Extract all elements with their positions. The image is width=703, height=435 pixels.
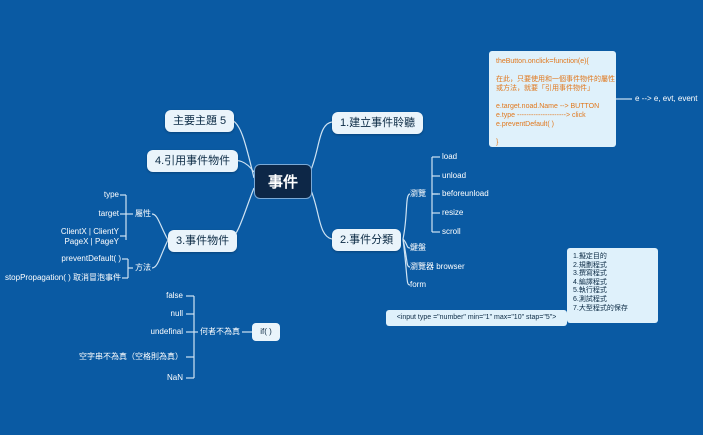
method-stop-propagation: stopPropagation( ) 取消冒泡事件 — [4, 273, 121, 282]
form-label: form — [410, 280, 426, 289]
if-topic[interactable]: if( ) — [252, 323, 280, 341]
method-prevent-default: preventDefault( ) — [61, 254, 121, 263]
falsy-false: false — [166, 291, 183, 300]
branch-main-topic-5[interactable]: 主要主題 5 — [165, 110, 235, 132]
prop-client: ClientX | ClientY — [60, 227, 119, 236]
branch-event-object[interactable]: 3.事件物件 — [168, 230, 238, 252]
step-item: 7.大型程式的保存 — [573, 304, 628, 312]
note-line: e.preventDefault( ) — [496, 121, 554, 128]
event-load: load — [442, 152, 458, 161]
prop-page: PageX | PageY — [64, 237, 119, 246]
note-line: 或方法，就要「引用事件物件」 — [496, 85, 594, 92]
branch-reference-event-object[interactable]: 4.引用事件物件 — [147, 150, 239, 172]
step-item: 6.測試程式 — [573, 295, 607, 303]
browser-window-label: 瀏覽 — [410, 189, 426, 198]
note-line: theButton.onclick=function(e){ — [496, 58, 589, 65]
browser-label: 瀏覽器 browser — [410, 262, 465, 271]
method-label: 方法 — [135, 263, 151, 272]
falsy-null: null — [170, 309, 183, 318]
note-line: } — [496, 139, 499, 146]
event-alias-label: e --> e, evt, event — [635, 94, 698, 103]
prop-target: target — [98, 209, 119, 218]
step-item: 5.執行程式 — [573, 287, 607, 295]
attribute-label: 屬性 — [135, 209, 151, 218]
program-steps-box: 1.擬定目的 2.規劃程式 3.撰寫程式 4.編譯程式 5.執行程式 6.測試程… — [567, 248, 658, 323]
falsy-empty-string: 空字串不為真（空格則為真） — [79, 352, 183, 361]
step-item: 3.撰寫程式 — [573, 270, 607, 278]
branch-create-listener[interactable]: 1.建立事件聆聽 — [332, 112, 424, 134]
step-item: 1.擬定目的 — [573, 253, 607, 260]
falsy-undefinal: undefinal — [150, 327, 183, 336]
central-topic[interactable]: 事件 — [254, 164, 312, 199]
prop-type: type — [103, 190, 119, 199]
keyboard-label: 鍵盤 — [410, 243, 426, 252]
note-line: e.target.noad.Name --> BUTTON — [496, 103, 600, 110]
branch-event-categories[interactable]: 2.事件分類 — [332, 229, 402, 251]
code-note: theButton.onclick=function(e){ 在此，只要使用和一… — [489, 51, 616, 147]
step-item: 4.編譯程式 — [573, 278, 607, 286]
event-beforeunload: beforeunload — [442, 189, 489, 198]
falsy-label: 何者不為真 — [200, 327, 240, 336]
step-item: 2.規劃程式 — [573, 261, 607, 269]
event-scroll: scroll — [442, 227, 461, 236]
note-line: e.type ---------------------> click — [496, 112, 586, 119]
event-resize: resize — [442, 208, 464, 217]
falsy-nan: NaN — [166, 373, 183, 382]
event-unload: unload — [442, 171, 467, 180]
input-example-box: <input type ="number" min="1" max="10" s… — [386, 310, 567, 326]
note-line: 在此，只要使用和一個事件物件的屬性 — [496, 76, 615, 83]
